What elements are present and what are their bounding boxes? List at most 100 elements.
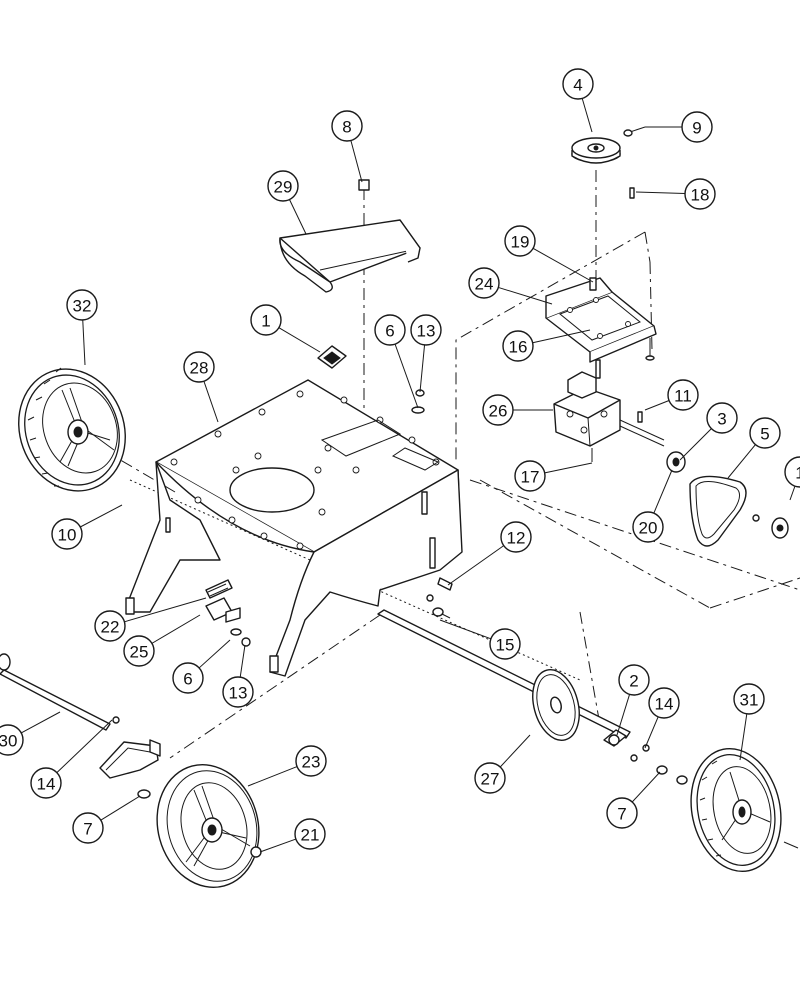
leader-line bbox=[259, 838, 297, 853]
callout-31: 31 bbox=[733, 683, 765, 715]
callout-number: 20 bbox=[639, 519, 658, 538]
callout-11: 11 bbox=[667, 379, 699, 411]
callout-number: 3 bbox=[717, 410, 726, 429]
front-axle-bracket bbox=[99, 739, 161, 779]
hub-right bbox=[752, 514, 789, 539]
leader-line bbox=[419, 344, 426, 393]
callout-number: 7 bbox=[83, 820, 92, 839]
leader-line bbox=[439, 619, 492, 640]
bolt-8 bbox=[358, 179, 370, 198]
callout-1: 1 bbox=[784, 456, 800, 488]
callout-number: 19 bbox=[511, 233, 530, 252]
callout-25: 25 bbox=[123, 635, 155, 667]
callout-circle bbox=[502, 330, 534, 362]
height-adjuster bbox=[205, 579, 251, 647]
washer-7-front bbox=[137, 789, 151, 799]
callout-number: 12 bbox=[507, 529, 526, 548]
bearing-right bbox=[603, 729, 688, 785]
callout-19: 19 bbox=[504, 225, 536, 257]
callout-27: 27 bbox=[474, 762, 506, 794]
callout-number: 13 bbox=[229, 684, 248, 703]
leader-line bbox=[544, 462, 593, 474]
callout-number: 13 bbox=[417, 322, 436, 341]
leader-line bbox=[278, 327, 321, 353]
callout-20: 20 bbox=[632, 511, 664, 543]
callout-circle bbox=[66, 289, 98, 321]
leader-line bbox=[789, 485, 796, 501]
transmission-bracket bbox=[545, 277, 657, 363]
callout-circle bbox=[295, 745, 327, 777]
leader-line bbox=[80, 504, 123, 528]
callout-circle bbox=[294, 818, 326, 850]
callout-28: 28 bbox=[183, 351, 215, 383]
callout-7: 7 bbox=[606, 797, 638, 829]
callout-13: 13 bbox=[222, 676, 254, 708]
callout-circle bbox=[51, 518, 83, 550]
callout-number: 22 bbox=[101, 618, 120, 637]
callout-number: 4 bbox=[573, 76, 582, 95]
callout-number: 31 bbox=[740, 691, 759, 710]
leader-line bbox=[727, 444, 756, 479]
callout-number: 6 bbox=[183, 670, 192, 689]
bolt-15 bbox=[432, 607, 451, 619]
callout-number: 14 bbox=[655, 695, 674, 714]
callout-number: 24 bbox=[475, 275, 494, 294]
callout-number: 11 bbox=[674, 387, 692, 406]
callout-32: 32 bbox=[66, 289, 98, 321]
callout-30: 30 bbox=[0, 724, 24, 756]
callout-circle bbox=[250, 304, 282, 336]
drive-belt bbox=[689, 475, 747, 547]
leader-line bbox=[20, 711, 61, 734]
leader-line bbox=[739, 713, 748, 761]
leader-line bbox=[635, 191, 686, 195]
leader-line bbox=[532, 247, 594, 283]
bolt-21 bbox=[250, 846, 262, 858]
callout-circle bbox=[706, 402, 738, 434]
callout-circle bbox=[0, 724, 24, 756]
callout-circle bbox=[733, 683, 765, 715]
transmission bbox=[553, 359, 665, 462]
callout-circle bbox=[667, 379, 699, 411]
callout-14: 14 bbox=[30, 767, 62, 799]
leader-line bbox=[100, 795, 141, 821]
callout-23: 23 bbox=[295, 745, 327, 777]
leader-line bbox=[394, 343, 419, 409]
callout-circle bbox=[500, 521, 532, 553]
callout-2: 2 bbox=[618, 664, 650, 696]
callout-circle bbox=[681, 111, 713, 143]
callout-number: 29 bbox=[274, 178, 293, 197]
callout-number: 2 bbox=[629, 672, 638, 691]
callout-3: 3 bbox=[706, 402, 738, 434]
pulley bbox=[571, 137, 621, 164]
callout-number: 26 bbox=[489, 402, 508, 421]
leader-line bbox=[631, 771, 661, 803]
callout-circle bbox=[183, 351, 215, 383]
front-wheel bbox=[156, 764, 260, 888]
callout-13: 13 bbox=[410, 314, 442, 346]
leader-line bbox=[581, 98, 593, 133]
callout-circle bbox=[648, 687, 680, 719]
screw-9 bbox=[623, 126, 646, 137]
drive-gear-27 bbox=[532, 669, 580, 741]
leader-line bbox=[644, 716, 659, 749]
callout-circle bbox=[123, 635, 155, 667]
callout-circle bbox=[606, 797, 638, 829]
callout-number: 23 bbox=[302, 753, 321, 772]
callout-circle bbox=[468, 267, 500, 299]
callout-22: 22 bbox=[94, 610, 126, 642]
callout-17: 17 bbox=[514, 460, 546, 492]
callout-16: 16 bbox=[502, 330, 534, 362]
callout-1: 1 bbox=[250, 304, 282, 336]
callout-number: 5 bbox=[760, 425, 769, 444]
callout-number: 14 bbox=[37, 775, 56, 794]
callout-number: 30 bbox=[0, 732, 17, 751]
callout-6: 6 bbox=[172, 662, 204, 694]
callout-circle bbox=[30, 767, 62, 799]
callout-circle bbox=[482, 394, 514, 426]
callout-number: 10 bbox=[58, 526, 77, 545]
callout-circle bbox=[562, 68, 594, 100]
callout-number: 1 bbox=[795, 464, 800, 483]
callout-24: 24 bbox=[468, 267, 500, 299]
